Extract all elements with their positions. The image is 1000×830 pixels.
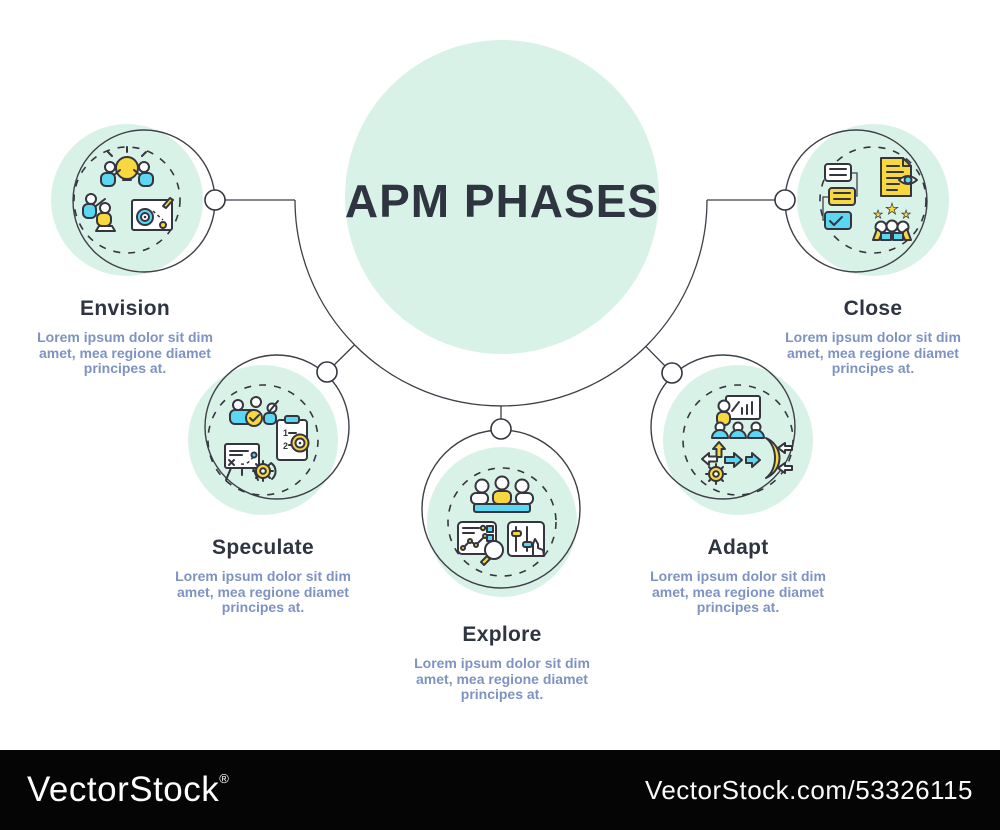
- explore-dashed-circle: [447, 467, 557, 577]
- phase-title: Speculate: [212, 536, 314, 559]
- document-review-eye-icon: [880, 157, 918, 197]
- adapt-dashed-circle: [682, 384, 794, 496]
- speculate-connector-dot: [316, 361, 338, 383]
- meeting-chart-magnifier-sliders-icon: [457, 475, 545, 566]
- close-dashed-circle: [819, 146, 927, 254]
- envision-connector-dot: [204, 189, 226, 211]
- team-members-icon: [100, 161, 154, 187]
- speculate-outline-circle: [204, 354, 350, 500]
- flowchart-steps-icon: [822, 163, 858, 230]
- close-connector-dot: [774, 189, 796, 211]
- apm-phases-diagram: 1 2: [51, 40, 949, 597]
- node-close: ★ ★ ★: [774, 124, 949, 276]
- phase-title: Close: [843, 297, 903, 320]
- brand-text: VectorStock: [27, 770, 220, 809]
- lightbulb-icon: [107, 146, 147, 181]
- star-icon: ★: [873, 208, 883, 221]
- star-icon: ★: [885, 200, 898, 218]
- phase-title: Envision: [80, 297, 170, 320]
- node-explore: [421, 418, 581, 597]
- gear-cycle-icon: [252, 460, 277, 482]
- team-brainstorm-lightbulb-strategy-icon: [82, 146, 174, 232]
- team-rating-celebration-icon: ★ ★ ★: [872, 200, 912, 241]
- numbered-clipboard-icon: 1 2: [276, 415, 310, 461]
- node-adapt: [650, 354, 813, 515]
- phase-description: Lorem ipsum dolor sit dim amet, mea regi…: [785, 329, 961, 376]
- adapt-outline-circle: [650, 354, 796, 500]
- pivot-curve-arrows-icon: [745, 437, 793, 479]
- main-arc: [294, 199, 708, 407]
- phase-description: Lorem ipsum dolor sit dim amet, mea regi…: [650, 568, 826, 615]
- phase-label-speculate: Speculate Lorem ipsum dolor sit dim amet…: [168, 536, 358, 616]
- phase-description: Lorem ipsum dolor sit dim amet, mea regi…: [37, 329, 213, 376]
- explore-fill-circle: [427, 447, 577, 597]
- team-meeting-icon: [470, 475, 534, 513]
- speculate-dashed-circle: [207, 384, 319, 496]
- strategy-board-icon: [131, 197, 174, 231]
- central-circle: [345, 40, 659, 354]
- phase-title: Explore: [462, 623, 542, 646]
- presentation-audience-icon: [711, 395, 765, 439]
- adapt-connector-dot: [661, 362, 683, 384]
- speculate-fill-circle: [188, 365, 338, 515]
- watermark-bar: VectorStock® VectorStock.com/53326115: [0, 750, 1000, 830]
- slider-controls-hand-icon: [507, 521, 545, 557]
- flowchart-document-review-celebration-icon: ★ ★ ★: [822, 157, 918, 241]
- phase-label-close: Close Lorem ipsum dolor sit dim amet, me…: [778, 297, 968, 377]
- watermark-brand: VectorStock®: [27, 770, 229, 810]
- star-icon: ★: [901, 208, 911, 221]
- phase-title: Adapt: [707, 536, 769, 559]
- envision-dashed-circle: [73, 146, 181, 254]
- laptop-worker-icon: [82, 193, 116, 232]
- watermark-url: VectorStock.com/53326115: [644, 774, 973, 805]
- phase-description: Lorem ipsum dolor sit dim amet, mea regi…: [414, 655, 590, 702]
- phase-description: Lorem ipsum dolor sit dim amet, mea regi…: [175, 568, 351, 615]
- clipboard-item-1: 1: [283, 428, 288, 438]
- page-title: APM PHASES: [344, 175, 660, 227]
- team-check-clipboard-easel-gear-icon: 1 2: [224, 396, 310, 482]
- registered-mark: ®: [219, 771, 230, 786]
- team-approval-icon: [229, 396, 279, 427]
- data-chart-magnifier-icon: [457, 521, 504, 566]
- direction-arrows-gear-icon: [701, 441, 743, 485]
- phase-label-envision: Envision Lorem ipsum dolor sit dim amet,…: [30, 297, 220, 377]
- clipboard-item-2: 2: [283, 441, 288, 451]
- explore-connector-dot: [490, 418, 512, 440]
- phase-label-adapt: Adapt Lorem ipsum dolor sit dim amet, me…: [643, 536, 833, 616]
- presentation-direction-arrows-gear-icon: [701, 395, 793, 485]
- node-envision: [51, 124, 226, 276]
- phase-label-explore: Explore Lorem ipsum dolor sit dim amet, …: [407, 623, 597, 703]
- node-speculate: 1 2: [188, 354, 350, 515]
- adapt-fill-circle: [663, 365, 813, 515]
